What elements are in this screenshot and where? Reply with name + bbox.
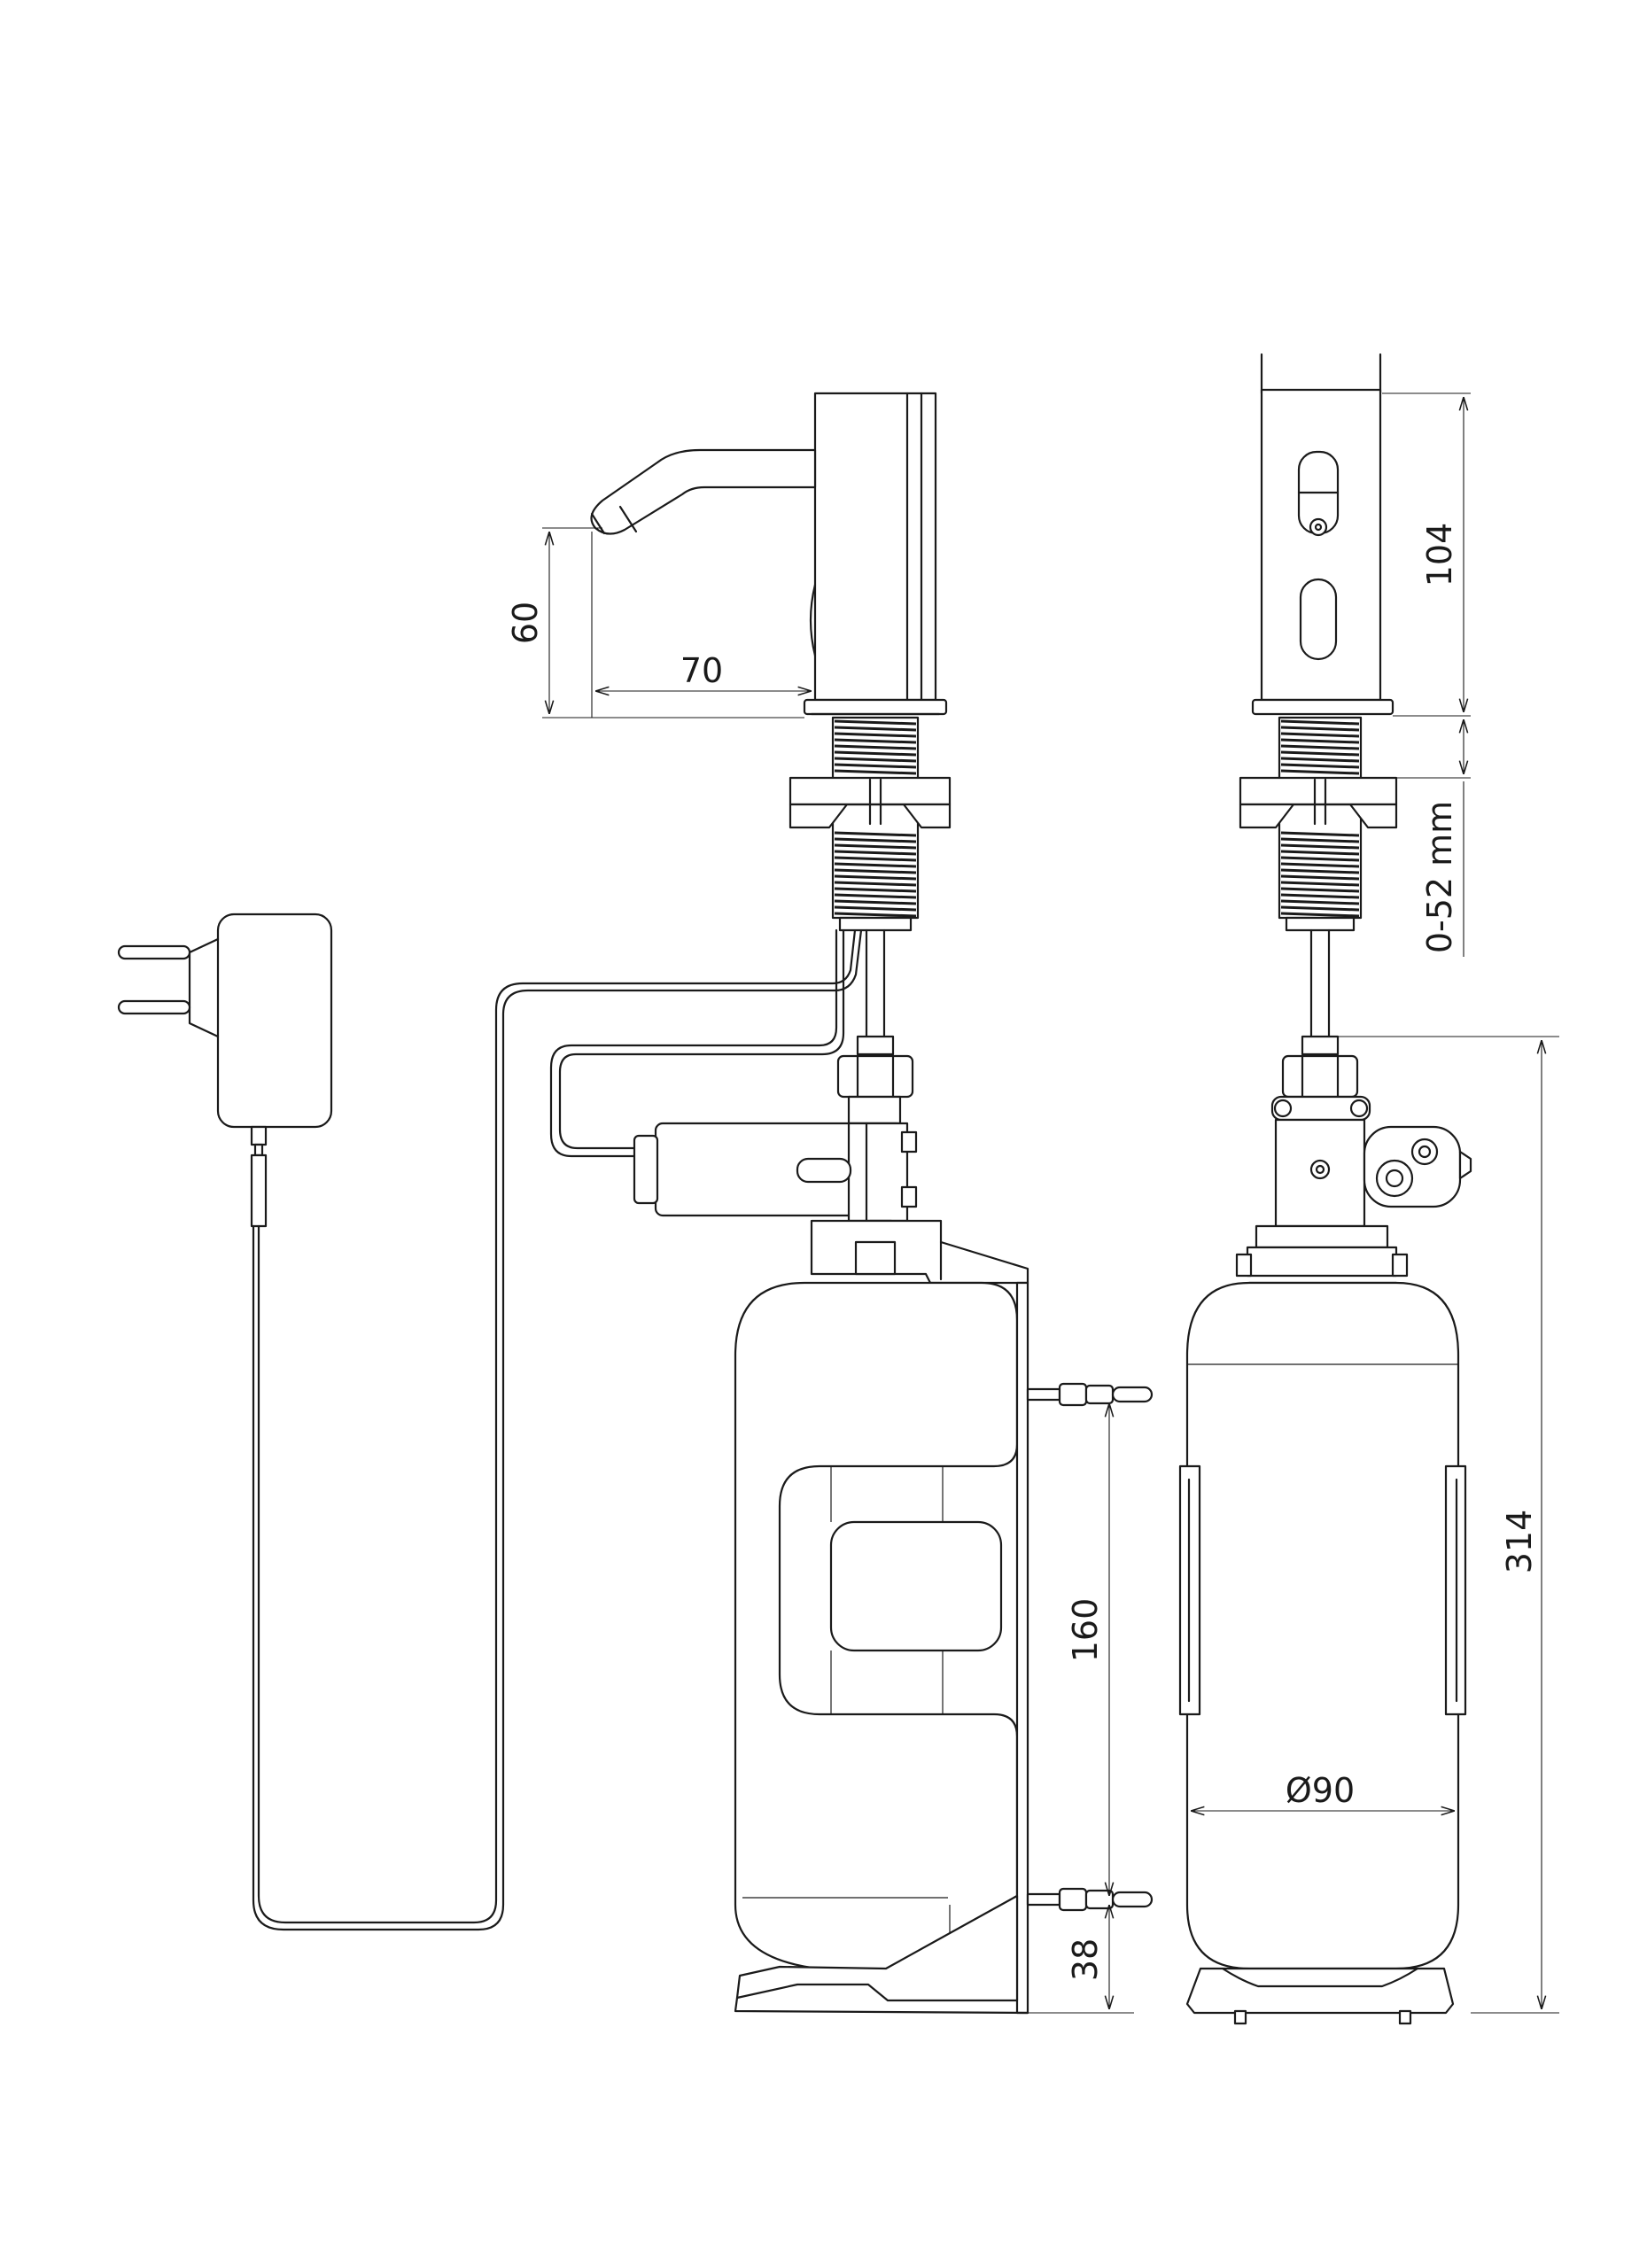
thread-mark [834, 850, 917, 856]
thread-mark [1280, 862, 1360, 868]
thread-mark [1280, 837, 1360, 843]
thread-mark [834, 856, 917, 862]
thread-mark [1280, 732, 1360, 738]
thread-mark [1280, 726, 1360, 732]
thread-mark [834, 738, 917, 744]
thread-mark [834, 750, 917, 757]
dim-total-height: 314 [1500, 1510, 1539, 1574]
thread-mark [834, 843, 917, 850]
power-adapter [117, 913, 333, 1228]
thread-mark [1280, 905, 1360, 912]
thread-mark [834, 769, 917, 775]
thread-mark [834, 719, 917, 726]
thread-mark [834, 732, 917, 738]
thread-mark [834, 831, 917, 837]
adapter-cable [257, 928, 857, 1924]
thread-mark [1280, 912, 1360, 918]
thread-mark [1280, 868, 1360, 874]
thread-mark [834, 757, 917, 763]
thread-mark [1280, 763, 1360, 769]
thread-mark [1280, 850, 1360, 856]
thread-mark [834, 881, 917, 887]
pump-assembly-side [633, 1054, 1029, 1285]
wall-connector-top [1026, 1382, 1154, 1407]
thread-mark [834, 837, 917, 843]
thread-mark [834, 744, 917, 750]
thread-mark [834, 862, 917, 868]
thread-mark [834, 887, 917, 893]
dim-spout-reach: 70 [680, 651, 723, 690]
thread-mark [834, 893, 917, 899]
threaded-rod-side [789, 716, 952, 1056]
dim-spout-height: 60 [506, 602, 545, 644]
pump-assembly-front [1235, 1054, 1472, 1285]
dimension-lines [542, 392, 1559, 2014]
thread-mark [834, 763, 917, 769]
thread-mark [1280, 887, 1360, 893]
plug-pin-top [117, 944, 191, 960]
wall-connector-bottom [1026, 1887, 1154, 1912]
thread-mark [834, 726, 917, 732]
dim-head-height: 104 [1420, 523, 1459, 587]
thread-mark [834, 868, 917, 874]
thread-mark [1280, 899, 1360, 905]
dim-deck-range: 0-52 mm [1420, 801, 1459, 953]
thread-mark [1280, 856, 1360, 862]
thread-mark [834, 874, 917, 881]
thread-mark [1280, 843, 1360, 850]
spout-outlet [1299, 578, 1338, 661]
soap-tank-side [734, 1281, 1154, 2015]
dim-base-offset: 38 [1066, 1938, 1105, 1981]
sensor-cable [549, 928, 838, 1158]
thread-mark [834, 899, 917, 905]
thread-mark [1280, 881, 1360, 887]
thread-mark [1280, 750, 1360, 757]
thread-mark [834, 905, 917, 912]
thread-mark [834, 912, 917, 918]
spout-head-side [590, 392, 948, 716]
soap-tank-front [1178, 1281, 1467, 2025]
plug-pin-bottom [117, 999, 191, 1015]
thread-mark [1280, 831, 1360, 837]
thread-mark [1280, 757, 1360, 763]
thread-mark [1280, 874, 1360, 881]
dim-tank-diameter: Ø90 [1286, 1771, 1355, 1810]
dim-connector-spacing: 160 [1066, 1598, 1105, 1663]
thread-mark [1280, 738, 1360, 744]
thread-mark [1280, 893, 1360, 899]
thread-mark [1280, 719, 1360, 726]
cable-strain-relief [250, 1153, 268, 1228]
thread-mark [1280, 744, 1360, 750]
spout-head-front [1239, 353, 1398, 1056]
thread-mark [1280, 769, 1360, 775]
